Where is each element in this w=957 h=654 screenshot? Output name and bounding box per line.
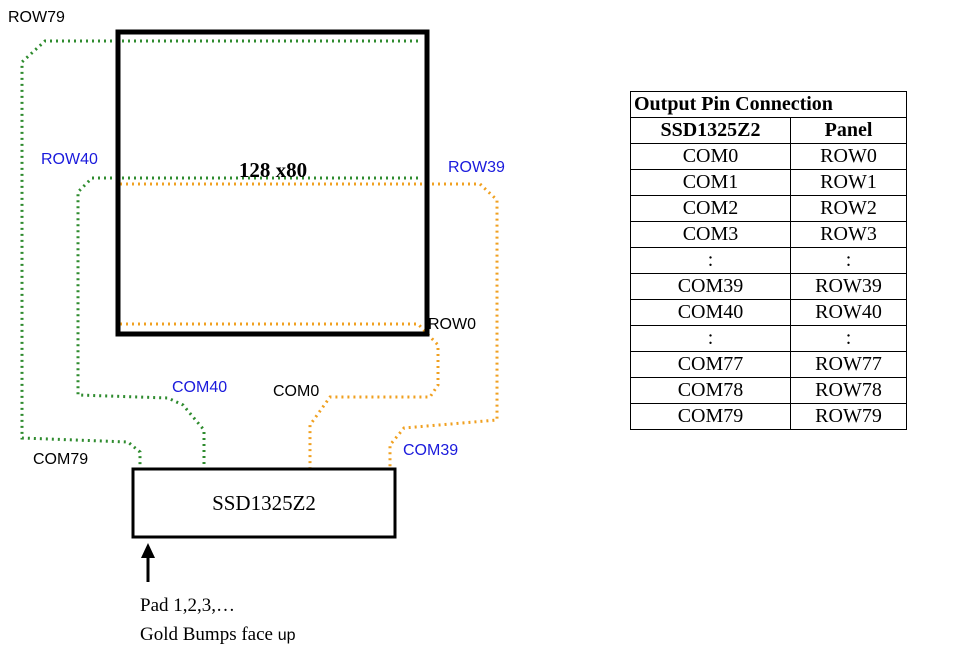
green-traces — [20, 39, 418, 470]
cell-row: ROW77 — [790, 351, 907, 378]
cell-row: : — [790, 247, 907, 274]
cell-com: COM1 — [630, 169, 791, 196]
label-com39: COM39 — [403, 442, 458, 459]
cell-com: COM78 — [630, 377, 791, 404]
cell-row: ROW79 — [790, 403, 907, 430]
pad1-arrow-icon — [141, 543, 155, 582]
cell-com: : — [630, 325, 791, 352]
cell-com: COM39 — [630, 273, 791, 300]
table-title: Output Pin Connection — [630, 91, 907, 118]
cell-com: COM79 — [630, 403, 791, 430]
cell-row: : — [790, 325, 907, 352]
note-pad-order: Pad 1,2,3,… — [140, 595, 235, 616]
note-bump-orientation: Gold Bumps face up — [140, 624, 296, 645]
cell-row: ROW78 — [790, 377, 907, 404]
label-row39: ROW39 — [448, 159, 505, 176]
output-pin-table: Output Pin Connection SSD1325Z2 Panel CO… — [630, 91, 907, 430]
cell-row: ROW39 — [790, 273, 907, 300]
panel-size-label: 128 x80 — [239, 158, 307, 182]
orange-traces — [120, 182, 499, 470]
cell-com: COM2 — [630, 195, 791, 222]
driver-ic-box — [131, 467, 397, 539]
trace-row79-com79 — [20, 39, 418, 470]
cell-row: ROW2 — [790, 195, 907, 222]
cell-com: COM0 — [630, 143, 791, 170]
cell-com: COM40 — [630, 299, 791, 326]
trace-row39-com39 — [120, 182, 499, 470]
label-com79: COM79 — [33, 451, 88, 468]
table-row: :: — [630, 247, 907, 274]
cell-row: ROW1 — [790, 169, 907, 196]
label-row40: ROW40 — [41, 151, 98, 168]
cell-com: COM77 — [630, 351, 791, 378]
cell-com: : — [630, 247, 791, 274]
cell-row: ROW0 — [790, 143, 907, 170]
label-row0: ROW0 — [428, 316, 476, 333]
cell-row: ROW3 — [790, 221, 907, 248]
label-com40: COM40 — [172, 379, 227, 396]
label-row79: ROW79 — [8, 9, 65, 26]
driver-ic-label: SSD1325Z2 — [212, 491, 316, 515]
label-com0: COM0 — [273, 383, 319, 400]
table-row: :: — [630, 325, 907, 352]
trace-row0-com0 — [120, 322, 440, 470]
cell-row: ROW40 — [790, 299, 907, 326]
table-header-panel: Panel — [790, 117, 907, 144]
cell-com: COM3 — [630, 221, 791, 248]
display-panel — [115, 29, 430, 337]
table-header-driver: SSD1325Z2 — [630, 117, 791, 144]
